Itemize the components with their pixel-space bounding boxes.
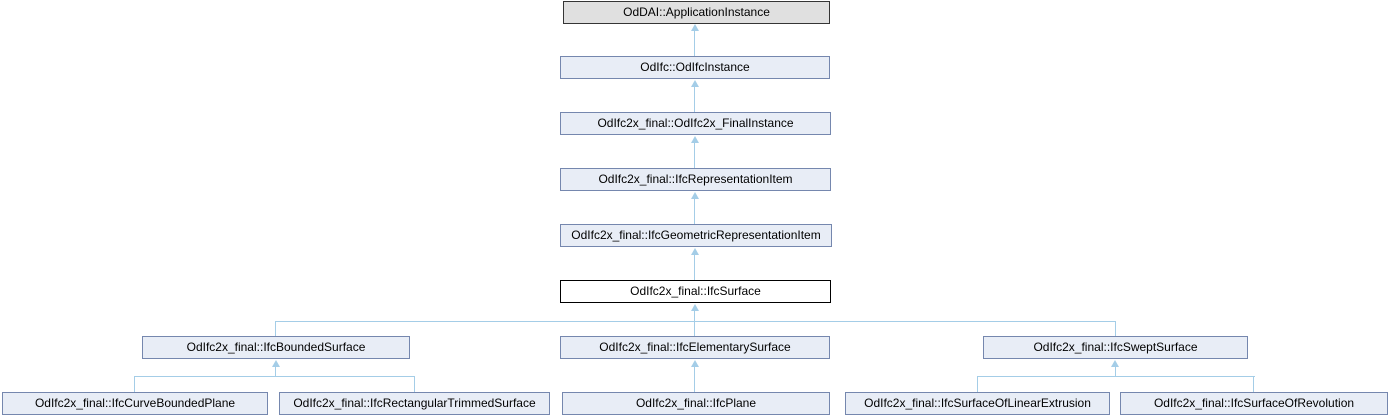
inheritance-edge <box>275 321 276 336</box>
inheritance-arrowhead-icon <box>691 136 699 143</box>
inheritance-edge <box>977 376 1255 377</box>
inheritance-edge <box>1115 321 1116 336</box>
node-odifc2x-final-instance[interactable]: OdIfc2x_final::OdIfc2x_FinalInstance <box>560 112 831 135</box>
node-odifc-odifcinstance[interactable]: OdIfc::OdIfcInstance <box>560 56 830 79</box>
node-ifccurveboundedplane[interactable]: OdIfc2x_final::IfcCurveBoundedPlane <box>2 392 268 415</box>
node-ifcboundedsurface[interactable]: OdIfc2x_final::IfcBoundedSurface <box>142 336 410 359</box>
inheritance-arrowhead-icon <box>691 360 699 367</box>
inheritance-edge <box>977 376 978 392</box>
node-ifcsurface-current: OdIfc2x_final::IfcSurface <box>560 280 831 303</box>
inheritance-edge <box>414 376 415 392</box>
inheritance-arrowhead-icon <box>272 360 280 367</box>
inheritance-edge <box>275 367 276 376</box>
node-ifcrepresentationitem[interactable]: OdIfc2x_final::IfcRepresentationItem <box>560 168 831 191</box>
inheritance-edge <box>694 199 695 224</box>
inheritance-edge <box>694 31 695 56</box>
node-ifcelementarysurface[interactable]: OdIfc2x_final::IfcElementarySurface <box>560 336 830 359</box>
inheritance-arrowhead-icon <box>691 80 699 87</box>
inheritance-edge <box>694 311 695 321</box>
node-ifcsweptsurface[interactable]: OdIfc2x_final::IfcSweptSurface <box>983 336 1248 359</box>
inheritance-edge <box>134 376 135 392</box>
inheritance-edge <box>694 255 695 280</box>
inheritance-arrowhead-icon <box>691 192 699 199</box>
inheritance-edge <box>134 376 415 377</box>
inheritance-edge <box>275 321 1116 322</box>
inheritance-edge <box>1115 367 1116 376</box>
node-ifcsurfaceoflinearextrusion[interactable]: OdIfc2x_final::IfcSurfaceOfLinearExtrusi… <box>845 392 1110 415</box>
inheritance-arrowhead-icon <box>691 304 699 311</box>
inheritance-edge <box>694 367 695 392</box>
node-ifcsurfaceofrevolution[interactable]: OdIfc2x_final::IfcSurfaceOfRevolution <box>1120 392 1388 415</box>
node-ifcplane[interactable]: OdIfc2x_final::IfcPlane <box>562 392 830 415</box>
node-oddai-applicationinstance: OdDAI::ApplicationInstance <box>563 1 830 24</box>
inheritance-edge <box>694 87 695 112</box>
inheritance-arrowhead-icon <box>1111 360 1119 367</box>
inheritance-arrowhead-icon <box>691 248 699 255</box>
node-ifcgeometricrepresentationitem[interactable]: OdIfc2x_final::IfcGeometricRepresentatio… <box>560 224 832 247</box>
inheritance-arrowhead-icon <box>691 24 699 31</box>
inheritance-edge <box>1253 376 1254 392</box>
node-ifcrectangulartrimmedsurface[interactable]: OdIfc2x_final::IfcRectangularTrimmedSurf… <box>279 392 550 415</box>
inheritance-edge <box>694 143 695 168</box>
inheritance-edge <box>694 321 695 336</box>
